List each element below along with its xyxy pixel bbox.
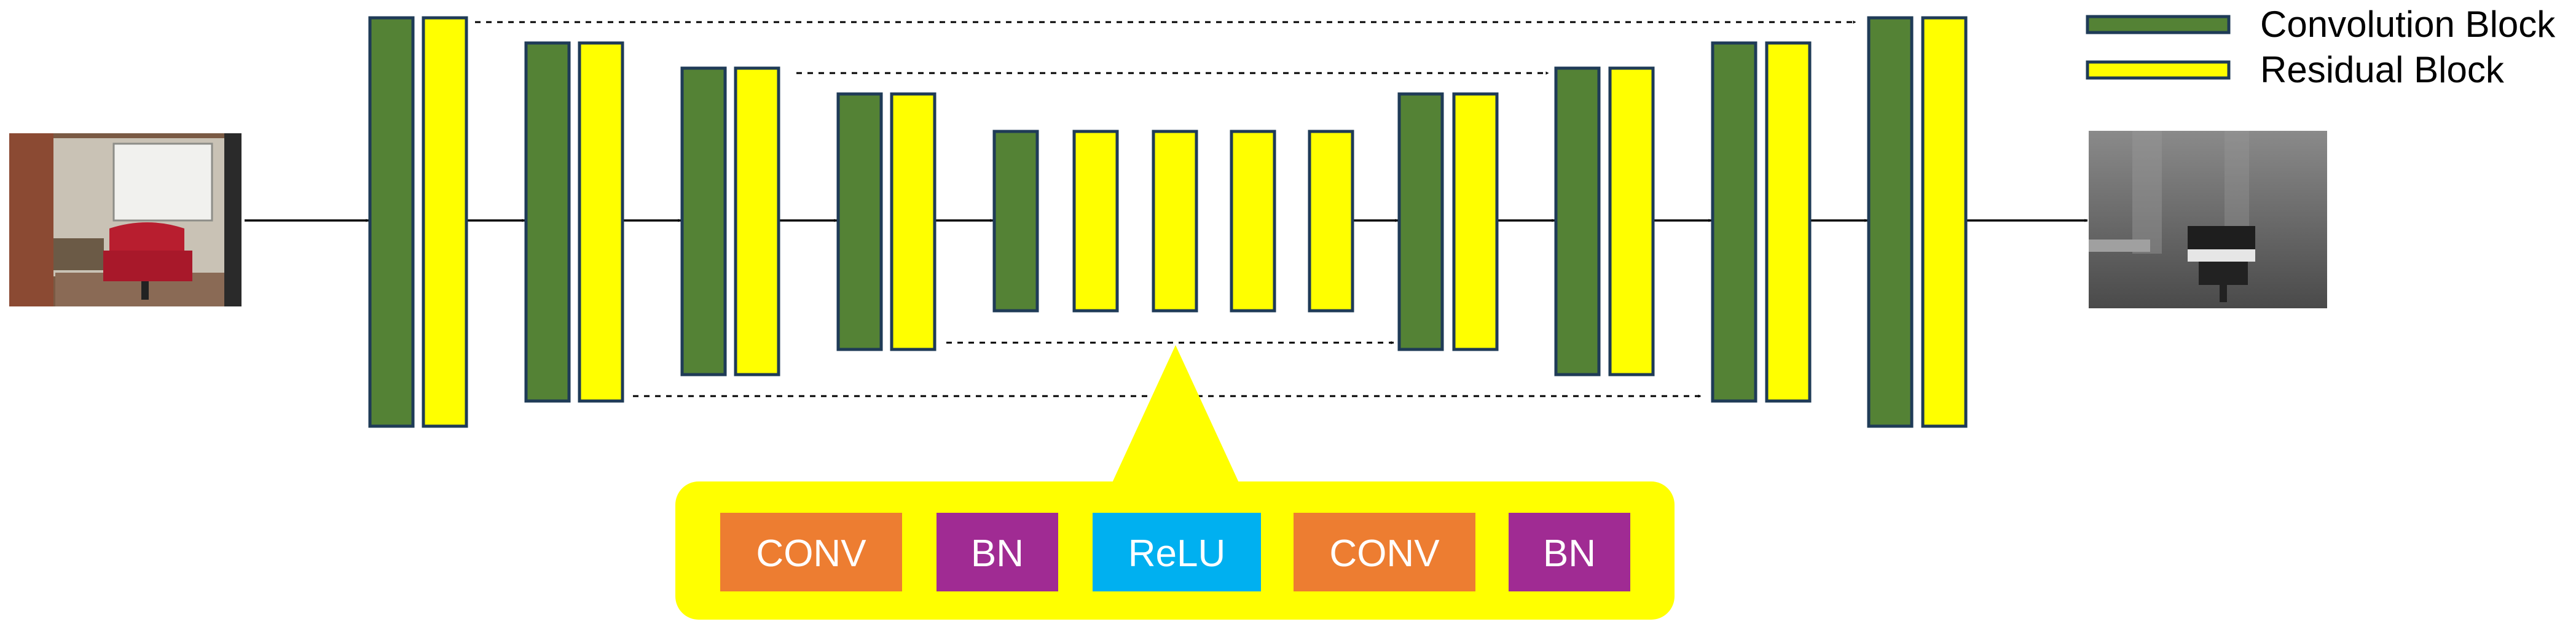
output-depth-map [2089, 131, 2327, 308]
bottleneck-convolution-block [992, 130, 1039, 313]
operation-bn-2-label: BN [1543, 532, 1596, 575]
decoder-4-convolution-block [1867, 16, 1914, 428]
operation-bn-1: BN [937, 513, 1058, 591]
legend-residual-swatch [2086, 60, 2231, 80]
bottleneck-residual-block-2 [1152, 130, 1198, 313]
encoder-1-residual-block [422, 16, 468, 428]
decoder-1-convolution-block [1397, 92, 1444, 351]
operation-conv-1: CONV [720, 513, 902, 591]
encoder-4-convolution-block [836, 92, 883, 351]
operation-conv-1-label: CONV [756, 532, 866, 575]
residual-block-callout: CONV BN ReLU CONV BN [675, 345, 1675, 620]
encoder-3-convolution-block [680, 66, 727, 376]
encoder-2-residual-block [578, 41, 624, 403]
decoder-4-residual-block [1921, 16, 1968, 428]
bottleneck-residual-block-3 [1230, 130, 1276, 313]
encoder-4-residual-block [890, 92, 937, 351]
bottleneck [992, 130, 1354, 313]
legend-convolution-label: Convolution Block [2260, 4, 2556, 45]
legend-convolution-swatch [2086, 15, 2231, 34]
operation-bn-2: BN [1509, 513, 1630, 591]
operation-relu-label: ReLU [1128, 532, 1226, 575]
operation-conv-2-label: CONV [1329, 532, 1440, 575]
encoder [368, 16, 937, 428]
callout-pointer [1111, 345, 1240, 485]
bottleneck-residual-block-1 [1072, 130, 1119, 313]
legend: Convolution Block Residual Block [2086, 4, 2556, 90]
operation-relu: ReLU [1093, 513, 1261, 591]
decoder-3-residual-block [1765, 41, 1812, 403]
encoder-2-convolution-block [524, 41, 571, 403]
decoder-1-residual-block [1452, 92, 1499, 351]
legend-residual-label: Residual Block [2260, 49, 2505, 90]
decoder-3-convolution-block [1711, 41, 1757, 403]
decoder-2-convolution-block [1554, 66, 1601, 376]
encoder-3-residual-block [734, 66, 780, 376]
encoder-1-convolution-block [368, 16, 415, 428]
decoder-2-residual-block [1608, 66, 1655, 376]
decoder [1397, 16, 1968, 428]
bottleneck-residual-block-4 [1308, 130, 1354, 313]
operation-conv-2: CONV [1294, 513, 1475, 591]
operation-bn-1-label: BN [971, 532, 1024, 575]
input-image [9, 133, 242, 306]
